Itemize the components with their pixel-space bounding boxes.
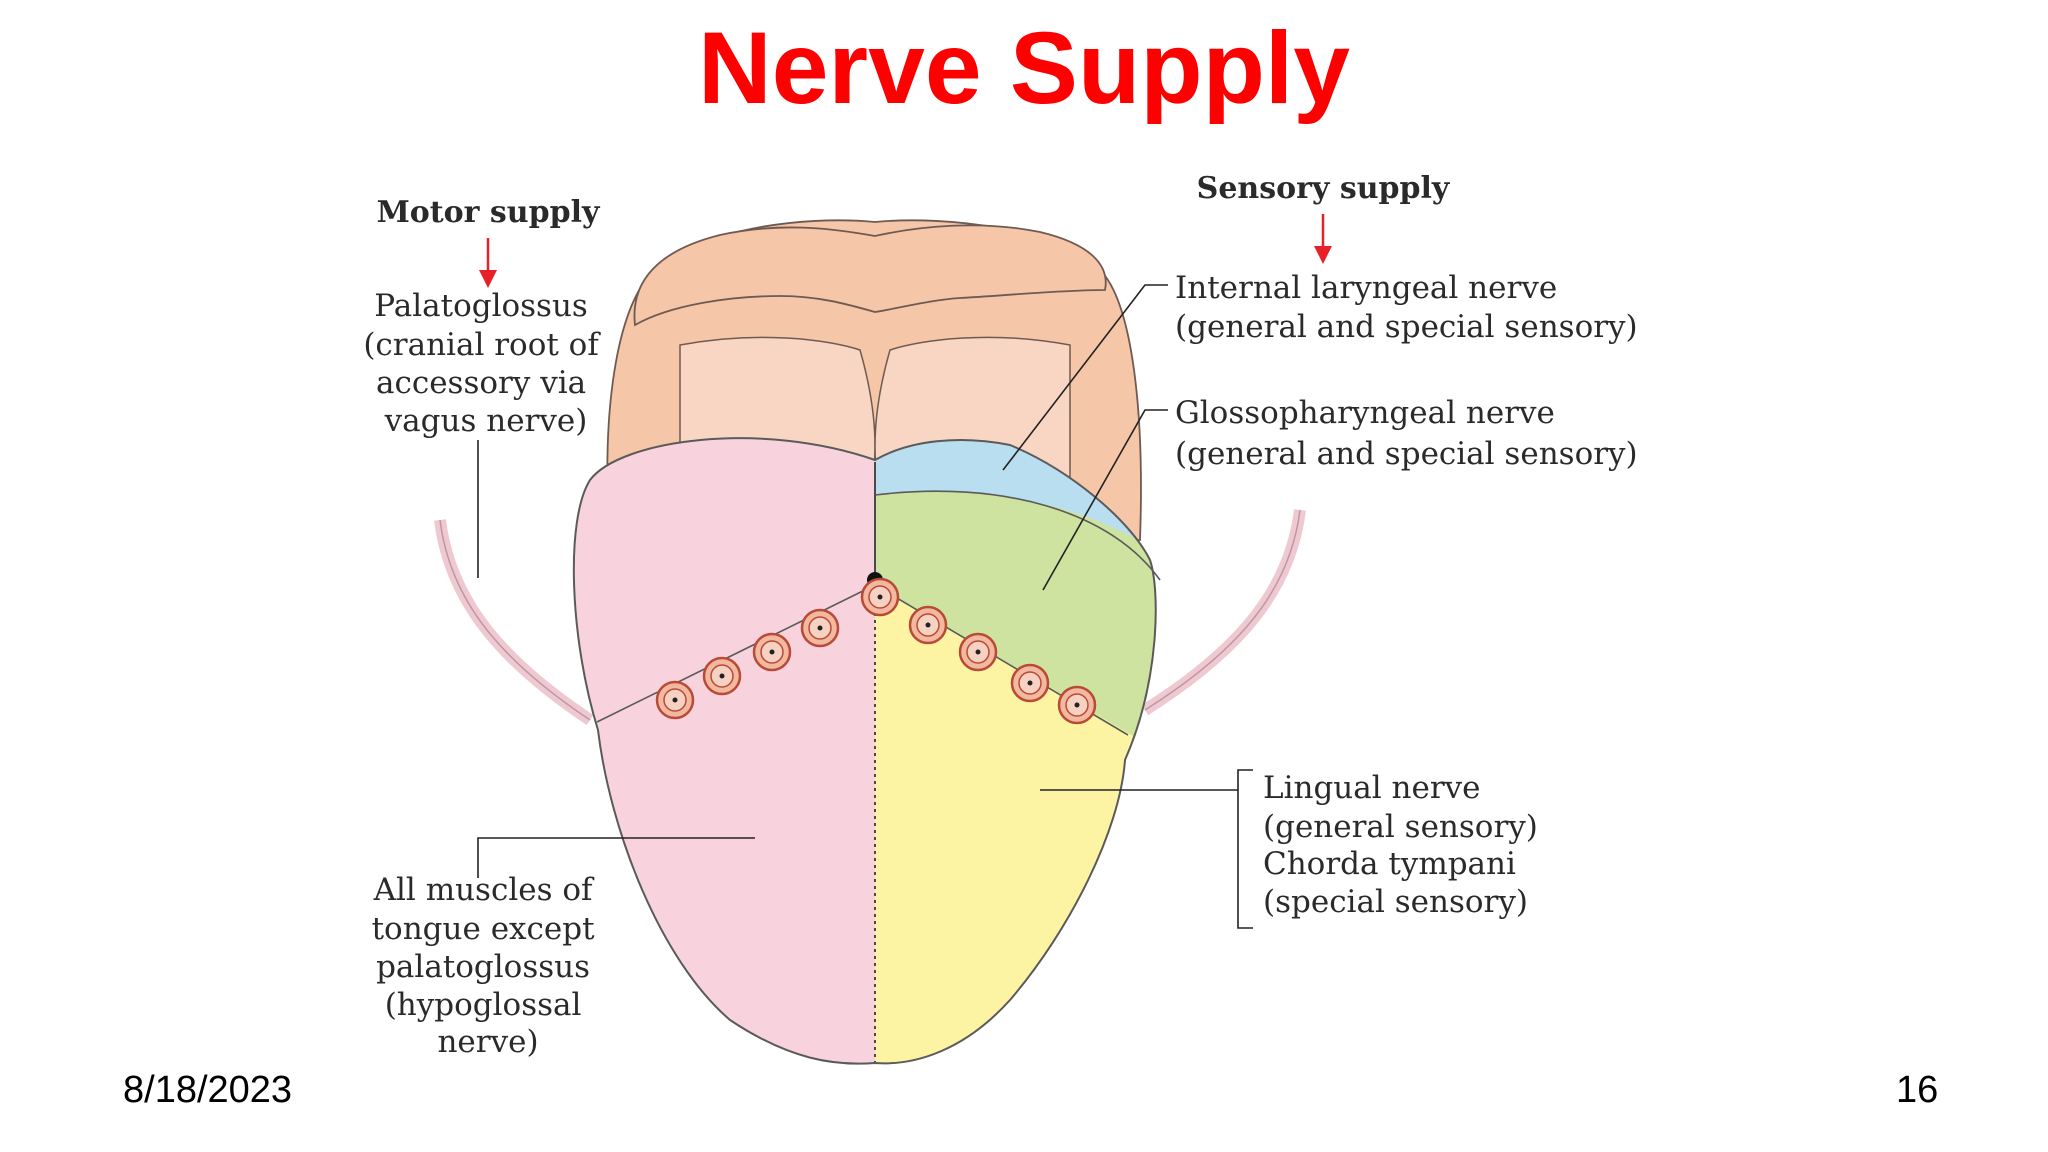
motor-arrow-icon: [479, 270, 497, 288]
lingual-line-1: Lingual nerve: [1263, 770, 1481, 806]
left-pharyngeal-wall-edge: [439, 519, 591, 721]
vallate-papilla-center: [817, 625, 823, 631]
sulcus-terminalis-left: [596, 584, 876, 723]
palatoglossus-line-4: vagus nerve): [384, 403, 588, 439]
vallate-papilla-center: [1074, 702, 1080, 708]
glossopharyngeal-line-1: Glossopharyngeal nerve: [1175, 395, 1555, 431]
sensory-arrow-icon: [1314, 246, 1332, 264]
tongue-outline: [572, 437, 1157, 1065]
hypoglossal-line-4: (hypoglossal: [385, 987, 582, 1023]
glosso-internal-boundary: [874, 490, 1161, 581]
internal-laryngeal-leader: [1002, 284, 1168, 471]
hypoglossal-line-3: palatoglossus: [376, 949, 590, 985]
slide-date: 8/18/2023: [123, 1069, 293, 1111]
palatoglossus-line-3: accessory via: [376, 365, 586, 401]
right-pharyngeal-wall: [1141, 509, 1306, 716]
vallate-papilla-center: [719, 673, 725, 679]
vallate-papilla-center: [672, 697, 678, 703]
hypoglossal-label: All muscles of tongue except palatogloss…: [372, 872, 605, 1060]
vallate-papilla-center: [925, 622, 931, 628]
slide-page-number: 16: [1896, 1069, 1939, 1111]
internal-laryngeal-label: Internal laryngeal nerve (general and sp…: [1175, 270, 1638, 345]
lingual-chorda-label: Lingual nerve (general sensory) Chorda t…: [1263, 770, 1548, 920]
vallate-papillae: [655, 577, 1097, 725]
hypoglossal-leader: [477, 837, 755, 878]
palatoglossus-line-1: Palatoglossus: [374, 288, 588, 324]
glossopharyngeal-line-2: (general and special sensory): [1175, 436, 1638, 472]
vallate-papilla-center: [975, 649, 981, 655]
epiglottis-lip: [633, 224, 1107, 327]
lingual-line-3: Chorda tympani: [1263, 846, 1516, 882]
internal-laryngeal-line-2: (general and special sensory): [1175, 309, 1638, 345]
palatoglossus-label: Palatoglossus (cranial root of accessory…: [363, 288, 608, 439]
vallate-papilla-center: [769, 649, 775, 655]
motor-supply-heading: Motor supply: [377, 195, 601, 230]
vallate-papilla-center: [877, 594, 883, 600]
lingual-line-4: (special sensory): [1263, 884, 1528, 920]
internal-laryngeal-line-1: Internal laryngeal nerve: [1175, 270, 1557, 306]
lingual-line-2: (general sensory): [1263, 809, 1538, 845]
glossopharyngeal-leader: [1042, 409, 1168, 591]
lingual-bracket: [1237, 769, 1253, 929]
hypoglossal-line-2: tongue except: [372, 911, 595, 947]
sensory-supply-heading: Sensory supply: [1197, 171, 1451, 206]
left-pharyngeal-wall: [434, 519, 594, 725]
palatoglossus-line-2: (cranial root of: [363, 327, 601, 363]
right-pharyngeal-wall-edge: [1144, 509, 1301, 711]
slide-title: Nerve Supply: [698, 11, 1350, 125]
hypoglossal-line-5: nerve): [437, 1024, 538, 1060]
glossopharyngeal-label: Glossopharyngeal nerve (general and spec…: [1175, 395, 1638, 472]
vallate-papilla-center: [1027, 680, 1033, 686]
hypoglossal-line-1: All muscles of: [373, 872, 595, 908]
